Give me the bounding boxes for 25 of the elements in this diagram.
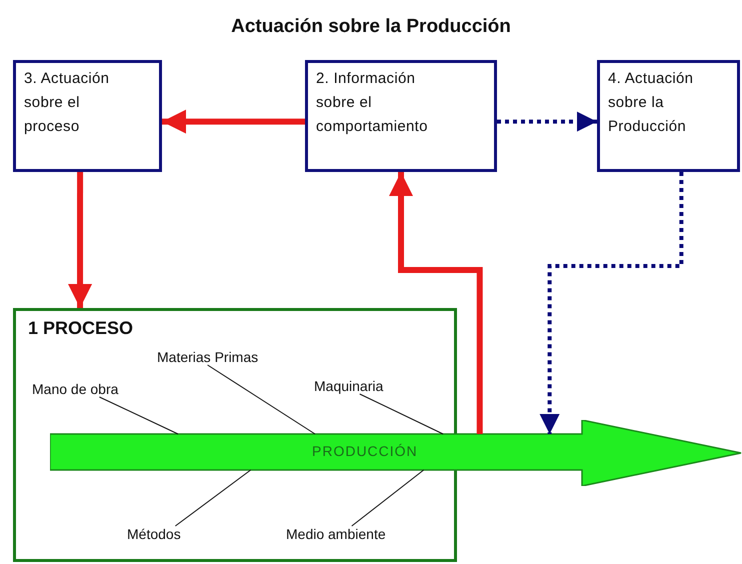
arrow (68, 172, 92, 308)
arrow (162, 110, 305, 134)
cause-label: Métodos (127, 526, 181, 542)
leader-line (359, 394, 444, 434)
arrow (497, 112, 597, 132)
box-text: 3. Actuación sobre el proceso (24, 69, 110, 137)
process-box (597, 60, 740, 172)
arrow (540, 172, 684, 434)
leader-line (98, 396, 179, 434)
cause-label: Mano de obra (32, 381, 118, 397)
box-text: 2. Información sobre el comportamiento (316, 69, 429, 137)
diagram-title: Actuación sobre la Producción (230, 16, 512, 38)
leader-line (351, 470, 424, 526)
cause-label: Medio ambiente (286, 526, 386, 542)
process-box (305, 60, 497, 172)
arrow (389, 172, 483, 434)
leader-line (174, 470, 252, 526)
arrow-label: PRODUCCIÓN (312, 443, 418, 459)
cause-label: Maquinaria (314, 378, 384, 394)
cause-label: Materias Primas (157, 349, 258, 365)
process-box (13, 60, 162, 172)
box-text: 4. Actuación sobre la Producción (608, 69, 694, 137)
process-frame (13, 308, 457, 562)
frame-heading: 1 PROCESO (28, 318, 134, 339)
leader-line (207, 364, 316, 434)
